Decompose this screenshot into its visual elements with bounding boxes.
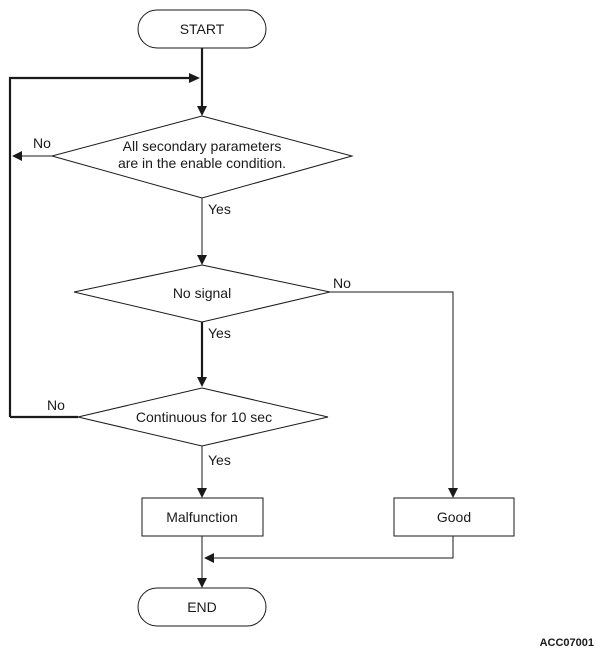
arrowhead-signal-no xyxy=(448,488,458,498)
arrowhead-params-no xyxy=(12,151,22,161)
arrowhead-signal-yes xyxy=(197,377,207,387)
end-label: END xyxy=(187,599,217,615)
arrowhead-malfunction-to-end xyxy=(197,578,207,588)
arrowhead-start-to-params xyxy=(197,106,207,116)
continuous-yes-label: Yes xyxy=(208,452,231,468)
good-label: Good xyxy=(437,509,471,525)
signal-yes-label: Yes xyxy=(208,325,231,341)
arrowhead-good-join xyxy=(204,553,214,563)
continuous-no-label: No xyxy=(47,397,65,413)
arrowhead-continuous-yes xyxy=(197,488,207,498)
start-label: START xyxy=(180,21,225,37)
figure-code: ACC07001 xyxy=(540,637,594,649)
params-yes-label: Yes xyxy=(208,201,231,217)
edge-signal-no xyxy=(330,291,454,488)
params-no-label: No xyxy=(33,135,51,151)
malfunction-label: Malfunction xyxy=(166,509,238,525)
decision-continuous-label: Continuous for 10 sec xyxy=(136,409,272,425)
edge-loop-vertical xyxy=(8,76,190,417)
decision-continuous xyxy=(77,387,329,447)
decision-secondary-parameters-line2: are in the enable condition. xyxy=(118,155,286,171)
edge-good-to-join xyxy=(214,536,454,559)
signal-no-label: No xyxy=(333,275,351,291)
decision-no-signal-label: No signal xyxy=(173,285,231,301)
start-terminator xyxy=(137,9,267,49)
decision-secondary-parameters-line1: All secondary parameters xyxy=(123,138,282,154)
end-terminator xyxy=(137,587,267,627)
decision-no-signal xyxy=(73,264,331,323)
arrowhead-loop-return xyxy=(189,73,200,83)
malfunction-box xyxy=(141,497,264,537)
decision-secondary-parameters xyxy=(50,115,354,199)
good-box xyxy=(393,497,515,537)
arrowhead-params-yes xyxy=(197,255,207,265)
